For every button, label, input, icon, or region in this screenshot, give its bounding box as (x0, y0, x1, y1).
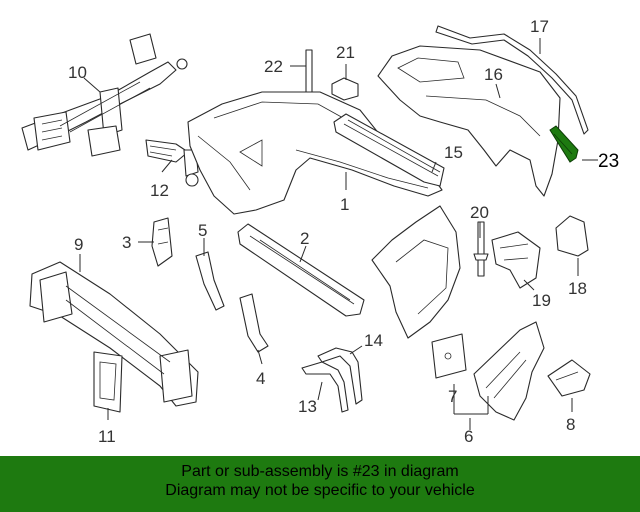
part-15-absorber (333, 113, 445, 187)
callout-4: 4 (256, 369, 265, 388)
callout-23: 23 (598, 151, 619, 172)
leader-lines (79, 38, 598, 430)
part-1-bumper-cover (187, 91, 443, 215)
callout-21: 21 (336, 43, 355, 62)
callout-14: 14 (364, 331, 383, 350)
part-3-bracket (151, 217, 173, 267)
banner-line-1: Part or sub-assembly is #23 in diagram (181, 463, 459, 480)
callout-16: 16 (484, 65, 503, 84)
part-4-mounting-bracket (239, 293, 269, 353)
part-20-screw (473, 221, 489, 277)
callout-5: 5 (198, 221, 207, 240)
callout-12: 12 (150, 181, 169, 200)
part-7-plate (431, 333, 467, 379)
callout-13: 13 (298, 397, 317, 416)
part-21-clip (331, 77, 359, 101)
callout-6: 6 (464, 427, 473, 446)
part-23-highlighted (549, 125, 579, 163)
part-2-absorber (237, 223, 365, 317)
callout-18: 18 (568, 279, 587, 298)
callout-10: 10 (68, 63, 87, 82)
part-12-hitch-ball (145, 139, 199, 187)
part-10-tow-hitch (21, 33, 188, 157)
callout-1: 1 (340, 195, 349, 214)
part-11-plate (93, 351, 123, 413)
callout-2: 2 (300, 229, 309, 248)
part-5-side-bracket (195, 251, 225, 311)
callout-labels: 10 12 1 2 3 5 4 9 11 22 21 15 16 17 20 1… (68, 17, 619, 446)
part-8-bracket (547, 359, 591, 397)
part-19-bracket (491, 231, 541, 289)
callout-7: 7 (448, 387, 457, 406)
callout-9: 9 (74, 235, 83, 254)
diagram-canvas: 10 12 1 2 3 5 4 9 11 22 21 15 16 17 20 1… (21, 17, 619, 446)
callout-3: 3 (122, 233, 131, 252)
parts-diagram: 10 12 1 2 3 5 4 9 11 22 21 15 16 17 20 1… (21, 17, 619, 446)
callout-11: 11 (98, 427, 116, 446)
part-9-reinforcement (29, 261, 199, 407)
callout-8: 8 (566, 415, 575, 434)
part-6-side-bracket (473, 321, 545, 421)
part-16-upper-cover (377, 45, 561, 197)
callout-20: 20 (470, 203, 489, 222)
part-17-trim-strip (435, 25, 589, 135)
part-14-arch-molding (317, 347, 363, 405)
callout-22: 22 (264, 57, 283, 76)
part-18-cap (555, 215, 589, 257)
callout-15: 15 (444, 143, 463, 162)
notice-banner: Part or sub-assembly is #23 in diagram D… (0, 456, 640, 512)
callout-17: 17 (530, 17, 549, 36)
callout-19: 19 (532, 291, 551, 310)
banner-line-2: Diagram may not be specific to your vehi… (165, 482, 475, 499)
part-22-pin (305, 49, 313, 93)
part-13-arch-molding (301, 361, 349, 413)
part-1-end-cap (371, 205, 461, 339)
